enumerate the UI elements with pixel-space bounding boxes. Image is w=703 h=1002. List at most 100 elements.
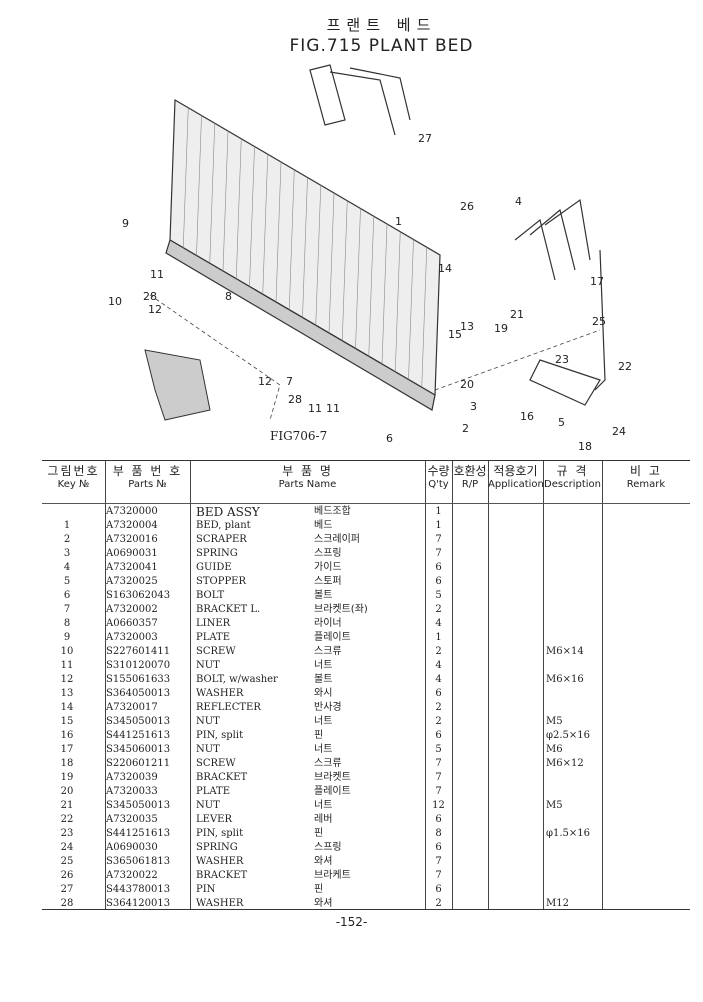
description-cell: M6×14 (546, 646, 584, 657)
page-number: -152- (335, 915, 368, 929)
qty-cell: 2 (435, 702, 442, 713)
callout-label: 13 (460, 320, 474, 333)
part-number-cell: A7320041 (106, 562, 158, 573)
key-cell: 8 (63, 618, 71, 629)
part-number-cell: A0660357 (106, 618, 158, 629)
part-number-cell: A0690031 (106, 548, 158, 559)
part-number-cell: A7320033 (106, 786, 158, 797)
callout-label: 23 (555, 353, 569, 366)
part-name-cell: PLATE (196, 786, 231, 797)
part-number-cell: S364050013 (106, 688, 171, 699)
part-name-cell: BRACKET (196, 772, 248, 783)
part-name-cell: WASHER (196, 898, 244, 909)
part-name-korean-cell: 스크류 (314, 758, 342, 769)
qty-cell: 4 (435, 674, 442, 685)
qty-cell: 6 (435, 842, 442, 853)
part-name-korean-cell: 플레이트 (314, 632, 351, 643)
part-name-cell: NUT (196, 800, 220, 811)
qty-cell: 5 (435, 590, 442, 601)
part-name-korean-cell: 스토퍼 (314, 576, 342, 587)
qty-cell: 8 (435, 828, 442, 839)
qty-cell: 2 (435, 646, 442, 657)
part-number-cell: A7320016 (106, 534, 158, 545)
callout-label: 14 (438, 262, 452, 275)
part-name-korean-cell: 볼트 (314, 590, 333, 601)
part-name-cell: LINER (196, 618, 231, 629)
part-number-cell: A7320004 (106, 520, 158, 531)
part-name-korean-cell: 라이너 (314, 618, 342, 629)
key-cell: 6 (63, 590, 71, 601)
part-name-korean-cell: 브라켓트 (314, 772, 351, 783)
part-number-cell: S345050013 (106, 800, 171, 811)
part-name-cell: PIN, split (196, 730, 244, 741)
callout-label: 17 (590, 275, 604, 288)
qty-cell: 7 (435, 772, 442, 783)
part-number-cell: S365061813 (106, 856, 171, 867)
part-name-korean-cell: 스프링 (314, 548, 342, 559)
part-name-cell: WASHER (196, 688, 244, 699)
part-name-korean-cell: 핀 (314, 828, 324, 839)
part-name-korean-cell: 가이드 (314, 562, 342, 573)
qty-cell: 2 (435, 604, 442, 615)
callout-label: 18 (578, 440, 592, 450)
part-name-cell: BOLT, w/washer (196, 674, 278, 685)
part-name-korean-cell: 플레이트 (314, 786, 351, 797)
part-name-korean-cell: 브라켓트(좌) (314, 604, 368, 615)
callout-label: 5 (558, 416, 565, 429)
qty-cell: 6 (435, 576, 442, 587)
part-name-korean-cell: 핀 (314, 730, 324, 741)
part-name-korean-cell: 레버 (314, 814, 333, 825)
part-number-cell: A7320002 (106, 604, 158, 615)
part-name-korean-cell: 스프링 (314, 842, 342, 853)
key-cell: 16 (60, 730, 74, 741)
key-cell: 14 (60, 702, 74, 713)
qty-cell: 1 (435, 632, 442, 643)
part-number-cell: S155061633 (106, 674, 171, 685)
part-name-cell: SPRING (196, 548, 238, 559)
qty-cell: 1 (435, 520, 442, 531)
callout-label: 15 (448, 328, 462, 341)
page-title: FIG.715 PLANT BED (289, 36, 474, 56)
qty-cell: 6 (435, 884, 442, 895)
part-number-cell: A7320017 (106, 702, 158, 713)
callout-label: 1 (395, 215, 402, 228)
qty-cell: 7 (435, 870, 442, 881)
key-cell: 10 (60, 646, 74, 657)
part-number-cell: A7320000 (106, 506, 158, 517)
part-number-cell: S227601411 (106, 646, 171, 657)
key-cell: 18 (60, 758, 74, 769)
part-name-cell: BED, plant (196, 520, 251, 531)
key-cell: 27 (60, 884, 74, 895)
callout-label: 28 (288, 393, 302, 406)
qty-cell: 6 (435, 814, 442, 825)
callout-label: 28 (143, 290, 157, 303)
callout-label: 12 (148, 303, 162, 316)
part-name-korean-cell: 너트 (314, 744, 333, 755)
part-name-cell: BED ASSY (196, 505, 260, 519)
description-cell: M6 (546, 744, 563, 755)
description-cell: M12 (546, 898, 569, 909)
part-name-korean-cell: 반사경 (314, 702, 342, 713)
qty-cell: 1 (435, 506, 442, 517)
description-cell: M6×12 (546, 758, 584, 769)
plant-bed-panel (165, 98, 441, 411)
part-name-cell: STOPPER (196, 576, 247, 587)
key-cell: 25 (60, 856, 74, 867)
callout-label: 21 (510, 308, 524, 321)
qty-cell: 2 (435, 898, 442, 909)
key-cell: 24 (60, 842, 74, 853)
